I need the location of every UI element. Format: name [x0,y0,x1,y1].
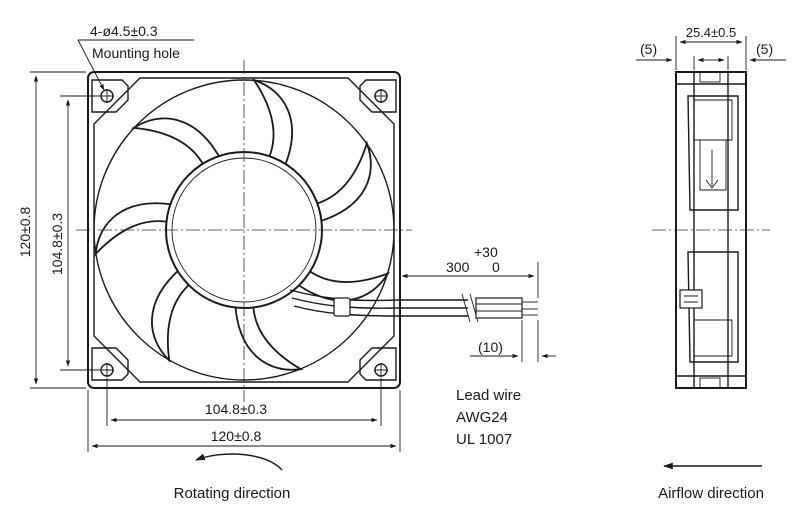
height-dimensions: 120±0.8 104.8±0.3 [17,71,100,389]
fan-side-view: 25.4±0.5 (5) (5) Airflow direction [636,25,786,502]
fan-venturi-outline [93,77,395,383]
lead-tolerance-plus: +30 [474,244,498,260]
lead-tolerance-minus: 0 [492,259,500,275]
rotation-arrow-icon [195,453,283,471]
strip-length-label: (10) [478,339,503,355]
height-hole-pitch-label: 104.8±0.3 [49,213,65,275]
lead-wire-gauge: AWG24 [456,409,508,426]
width-hole-pitch-label: 104.8±0.3 [205,401,267,417]
lead-wire-detail: 300 +30 0 (10) Lead wire AWG24 UL 1007 [398,244,556,448]
rotation-indicator: Rotating direction [174,453,291,502]
mounting-hole-callout: 4-ø4.5±0.3 Mounting hole [77,23,194,91]
width-outer-label: 120±0.8 [211,428,262,444]
rotation-label: Rotating direction [174,485,291,502]
lead-length: 300 [446,259,470,275]
airflow-label: Airflow direction [658,485,764,502]
mounting-hole-label: Mounting hole [92,45,180,61]
wire-harness [289,289,399,317]
fan-front-view [76,60,412,402]
side-flange-right-label: (5) [756,41,773,57]
width-dimensions: 104.8±0.3 120±0.8 [87,378,401,452]
lead-wire-title: Lead wire [456,387,521,404]
mounting-holes [100,89,388,377]
lead-wire-standard: UL 1007 [456,431,512,448]
side-depth-label: 25.4±0.5 [686,25,737,40]
mounting-hole-dimension: 4-ø4.5±0.3 [90,23,158,39]
height-outer-label: 120±0.8 [17,207,33,258]
corner-bosses [91,79,397,381]
fan-blades [94,78,391,371]
side-flange-left-label: (5) [640,41,657,57]
